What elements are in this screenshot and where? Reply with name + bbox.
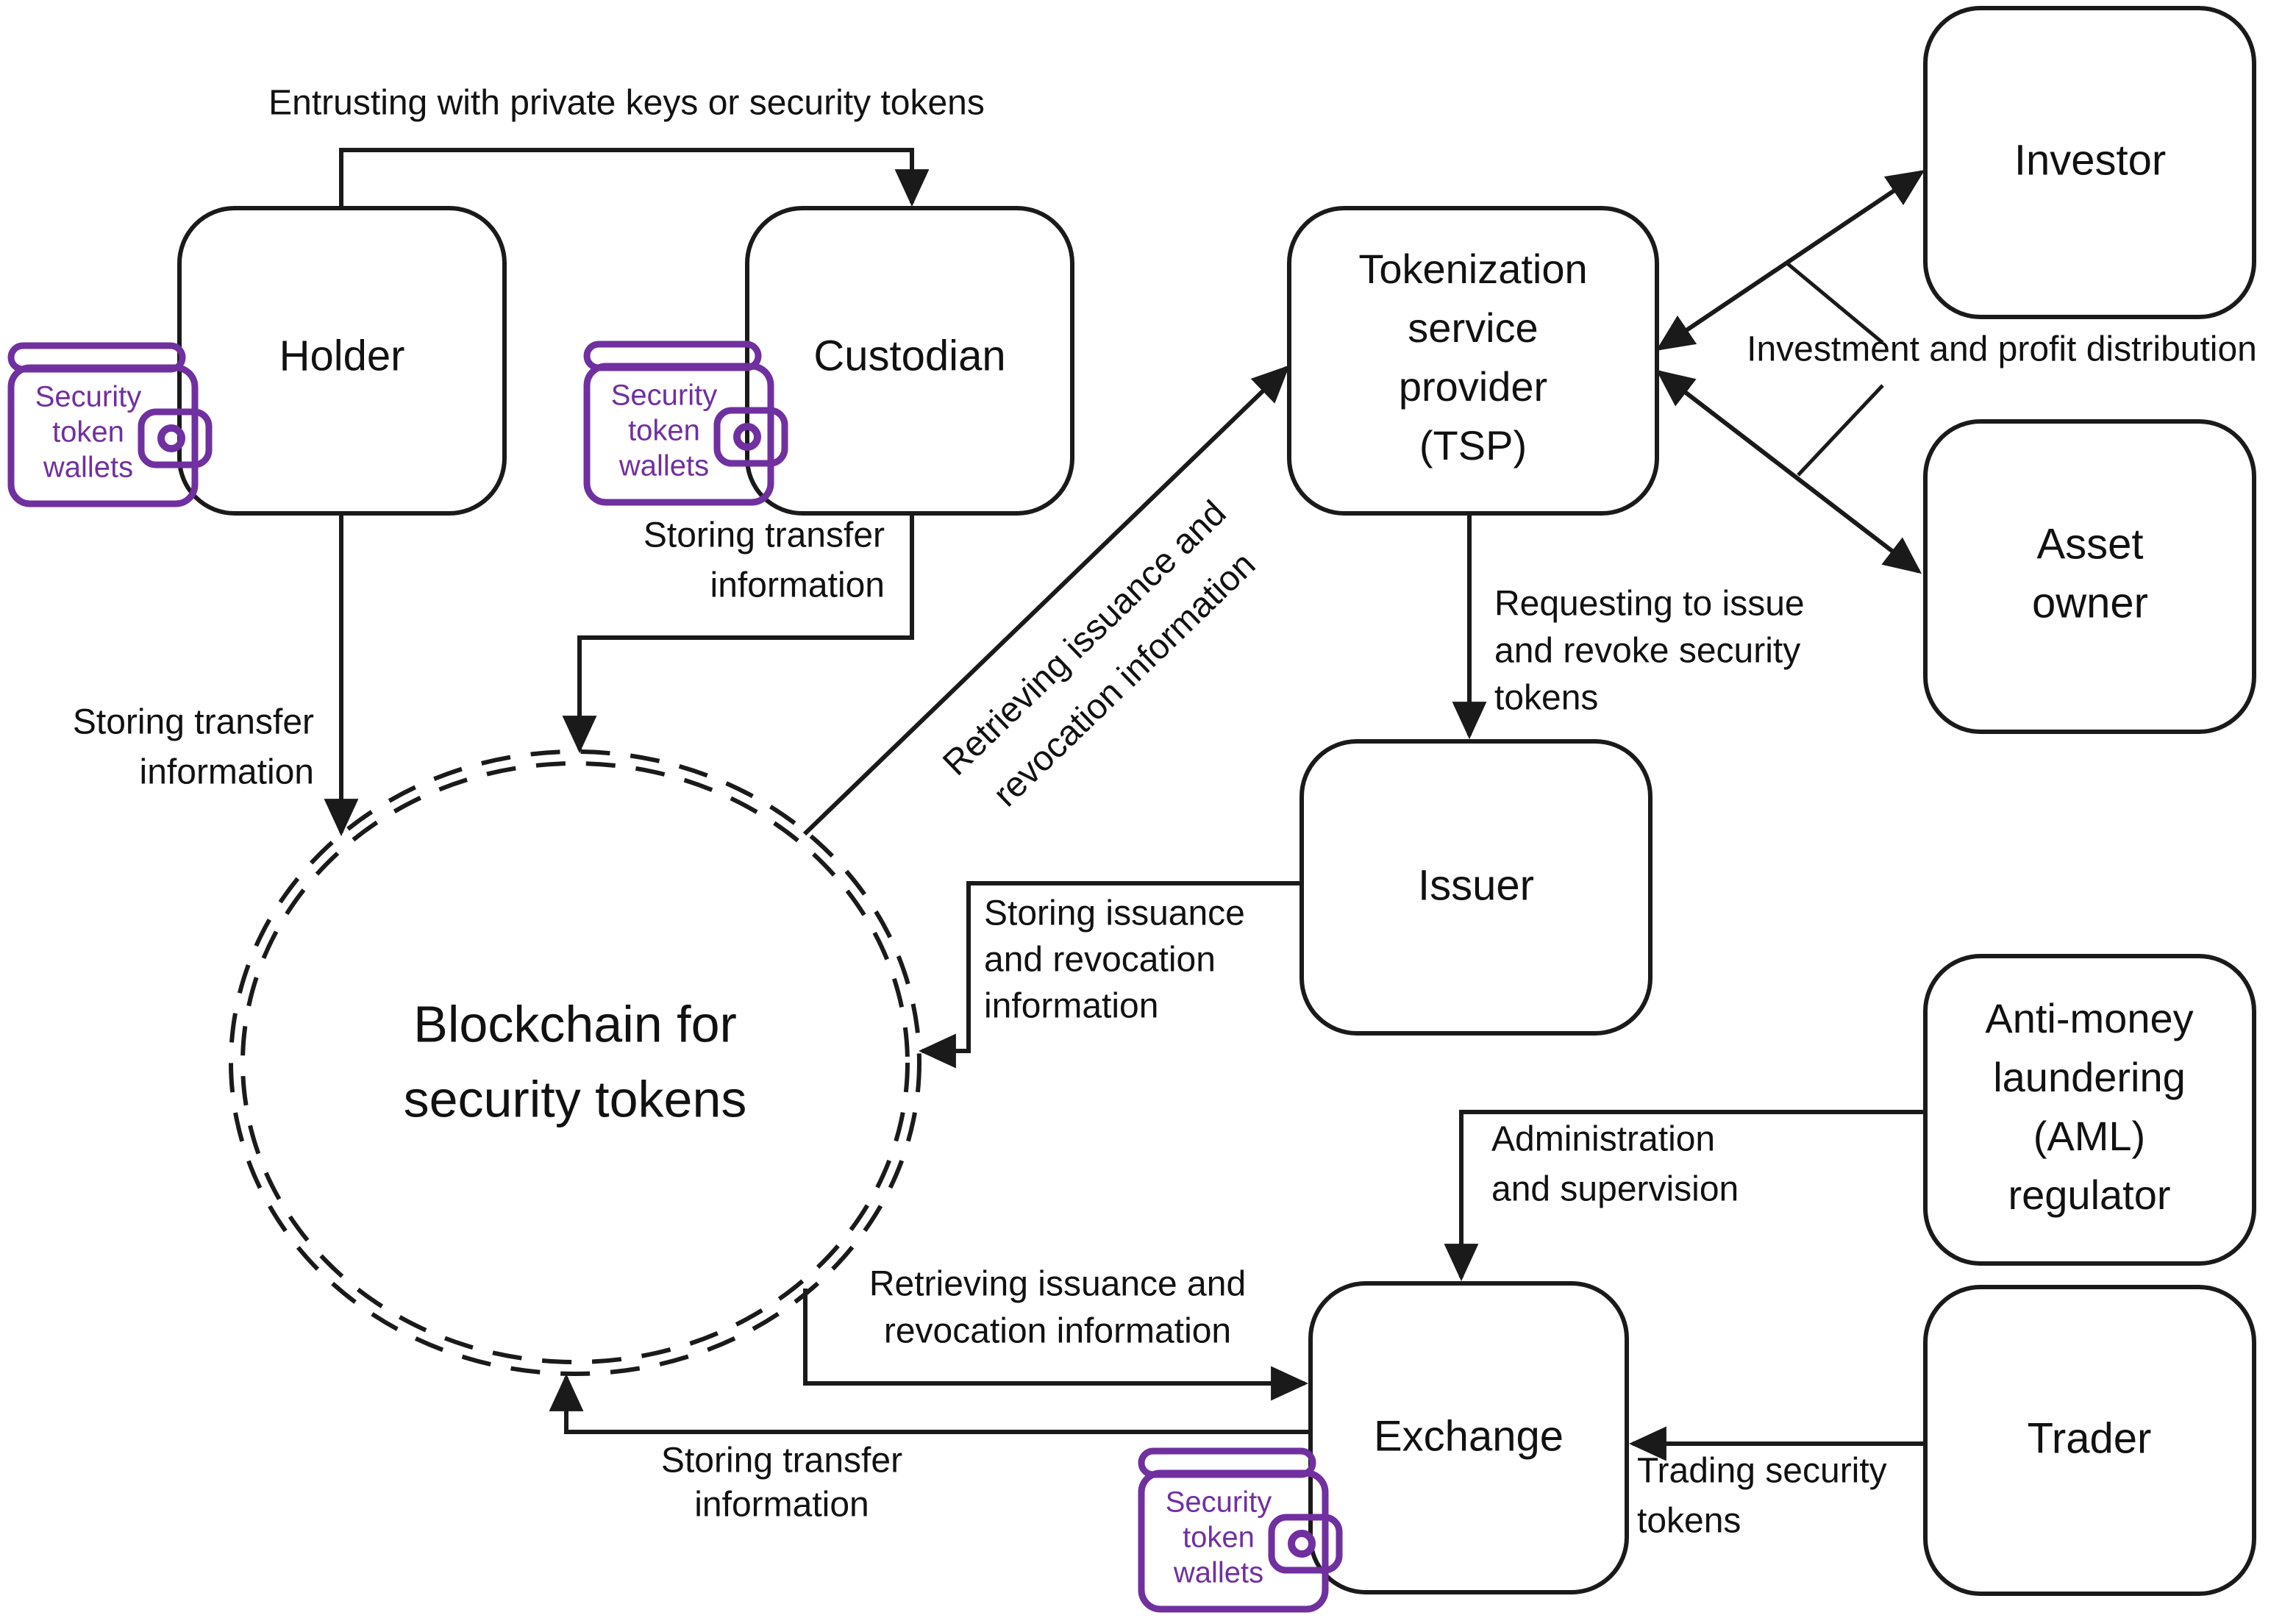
wallet-exchange-label-line3: wallets <box>1173 1557 1263 1589</box>
retrieving-exchange-label-line1: Retrieving issuance and <box>869 1265 1246 1304</box>
edge-storing-issuance-arrow <box>918 881 1302 1069</box>
exchange-storing-label-line1: Storing transfer <box>661 1441 902 1480</box>
aml-regulator-box <box>1923 954 2256 1266</box>
wallet-icon-body <box>7 364 199 507</box>
blockchain-ring-inner <box>240 761 910 1364</box>
wallet-holder-label-line2: token <box>52 416 124 449</box>
trader-label: Trader <box>2028 1414 2152 1462</box>
investment-label-leader-top <box>1786 262 1884 344</box>
asset-owner-box <box>1923 419 2256 734</box>
edge-custodian-storing-arrow <box>562 513 914 754</box>
custodian-storing-label-line2: information <box>710 566 885 605</box>
requesting-label-line3: tokens <box>1494 679 1598 718</box>
wallet-exchange-label-line1: Security <box>1166 1486 1272 1519</box>
node-issuer: Issuer <box>1299 739 1653 1036</box>
edge-retrieving-tsp-arrow <box>802 365 1290 836</box>
exchange-box <box>1308 1281 1629 1594</box>
wallet-icon-clasp-ring <box>1288 1530 1316 1558</box>
aml-label-line1: Anti-money <box>1985 995 2193 1041</box>
tsp-label-line2: service <box>1408 304 1538 351</box>
trader-box <box>1923 1285 2256 1596</box>
node-trader: Trader <box>1923 1285 2256 1596</box>
node-custodian: Custodian <box>745 206 1074 516</box>
edge-retrieving-exchange-arrow <box>803 1289 1309 1401</box>
edges-group <box>324 148 1925 1461</box>
holder-storing-label-line1: Storing transfer <box>73 703 314 742</box>
investment-label: Investment and profit distribution <box>1747 330 2257 369</box>
node-exchange: Exchange <box>1308 1281 1629 1594</box>
storing-issuance-label-line2: and revocation <box>984 941 1216 980</box>
wallet-holder-label-line3: wallets <box>43 452 133 484</box>
blockchain-label-line1: Blockchain for <box>413 995 737 1052</box>
wallet-exchange-label-line2: token <box>1183 1522 1255 1554</box>
asset-owner-label-line2: owner <box>2032 579 2148 627</box>
wallet-icon-body <box>1138 1469 1329 1613</box>
wallet-custodian: Security token wallets <box>583 341 788 506</box>
investment-label-leader-bottom <box>1797 384 1884 477</box>
edge-administration-arrow <box>1444 1110 1925 1282</box>
investor-box <box>1923 6 2256 319</box>
wallet-icon-body <box>583 363 774 506</box>
holder-label: Holder <box>279 332 405 379</box>
wallet-holder: Security token wallets <box>7 342 213 507</box>
administration-label-line1: Administration <box>1491 1120 1715 1159</box>
trading-label-line1: Trading security <box>1637 1452 1887 1491</box>
node-asset-owner: Asset owner <box>1923 419 2256 734</box>
wallet-holder-label-line1: Security <box>35 381 142 413</box>
node-holder: Holder <box>177 206 507 516</box>
edge-labels-group: Entrusting with private keys or security… <box>73 84 2257 1541</box>
blockchain-ring-outer <box>229 749 921 1376</box>
tsp-label-line4: (TSP) <box>1419 422 1527 468</box>
custodian-label: Custodian <box>813 332 1005 379</box>
asset-owner-label-line1: Asset <box>2036 520 2143 568</box>
wallet-exchange: Security token wallets <box>1138 1447 1343 1613</box>
administration-label-line2: and supervision <box>1491 1170 1739 1209</box>
aml-label-line4: regulator <box>2008 1172 2170 1218</box>
wallet-custodian-label-line3: wallets <box>618 450 709 482</box>
retrieving-exchange-label-line2: revocation information <box>884 1312 1231 1351</box>
aml-label-line2: laundering <box>1993 1054 2186 1100</box>
edge-exchange-storing-arrow <box>549 1373 1311 1434</box>
tsp-label-line1: Tokenization <box>1358 246 1587 292</box>
exchange-label: Exchange <box>1374 1412 1564 1460</box>
aml-label-line3: (AML) <box>2033 1113 2145 1159</box>
node-aml-regulator: Anti-money laundering (AML) regulator <box>1923 954 2256 1266</box>
node-tsp: Tokenization service provider (TSP) <box>1287 206 1659 516</box>
exchange-storing-label-line2: information <box>694 1486 869 1525</box>
requesting-label-line2: and revoke security <box>1494 632 1800 671</box>
issuer-box <box>1299 739 1653 1036</box>
holder-storing-label-line2: information <box>140 753 314 792</box>
node-investor: Investor <box>1923 6 2256 319</box>
trading-label-line2: tokens <box>1637 1502 1741 1541</box>
issuer-label: Issuer <box>1418 861 1534 909</box>
tsp-box <box>1287 206 1659 516</box>
wallet-icon-clasp-ring <box>157 424 185 452</box>
blockchain-circle: Blockchain for security tokens <box>229 749 921 1376</box>
storing-issuance-label-line1: Storing issuance <box>984 894 1245 933</box>
custodian-box <box>745 206 1074 516</box>
tsp-label-line3: provider <box>1399 363 1547 410</box>
investor-label: Investor <box>2014 136 2166 184</box>
entrusting-label: Entrusting with private keys or security… <box>268 84 985 123</box>
wallet-icon-clasp <box>713 407 788 467</box>
wallet-icon-clasp-ring <box>733 423 761 451</box>
requesting-label-line1: Requesting to issue <box>1494 585 1805 624</box>
wallet-custodian-label-line1: Security <box>611 379 718 412</box>
edge-investment-investor-arrow <box>1655 170 1925 351</box>
edge-investment-asset-owner-arrow <box>1655 369 1922 574</box>
edge-entrusting-arrow <box>339 148 930 208</box>
wallet-icon-clasp <box>1268 1514 1343 1574</box>
custodian-storing-label-line1: Storing transfer <box>643 516 885 555</box>
blockchain-label-line2: security tokens <box>404 1070 747 1127</box>
wallet-custodian-label-line2: token <box>628 415 700 447</box>
wallet-icon-clasp <box>138 408 213 468</box>
storing-issuance-label-line3: information <box>984 987 1158 1026</box>
